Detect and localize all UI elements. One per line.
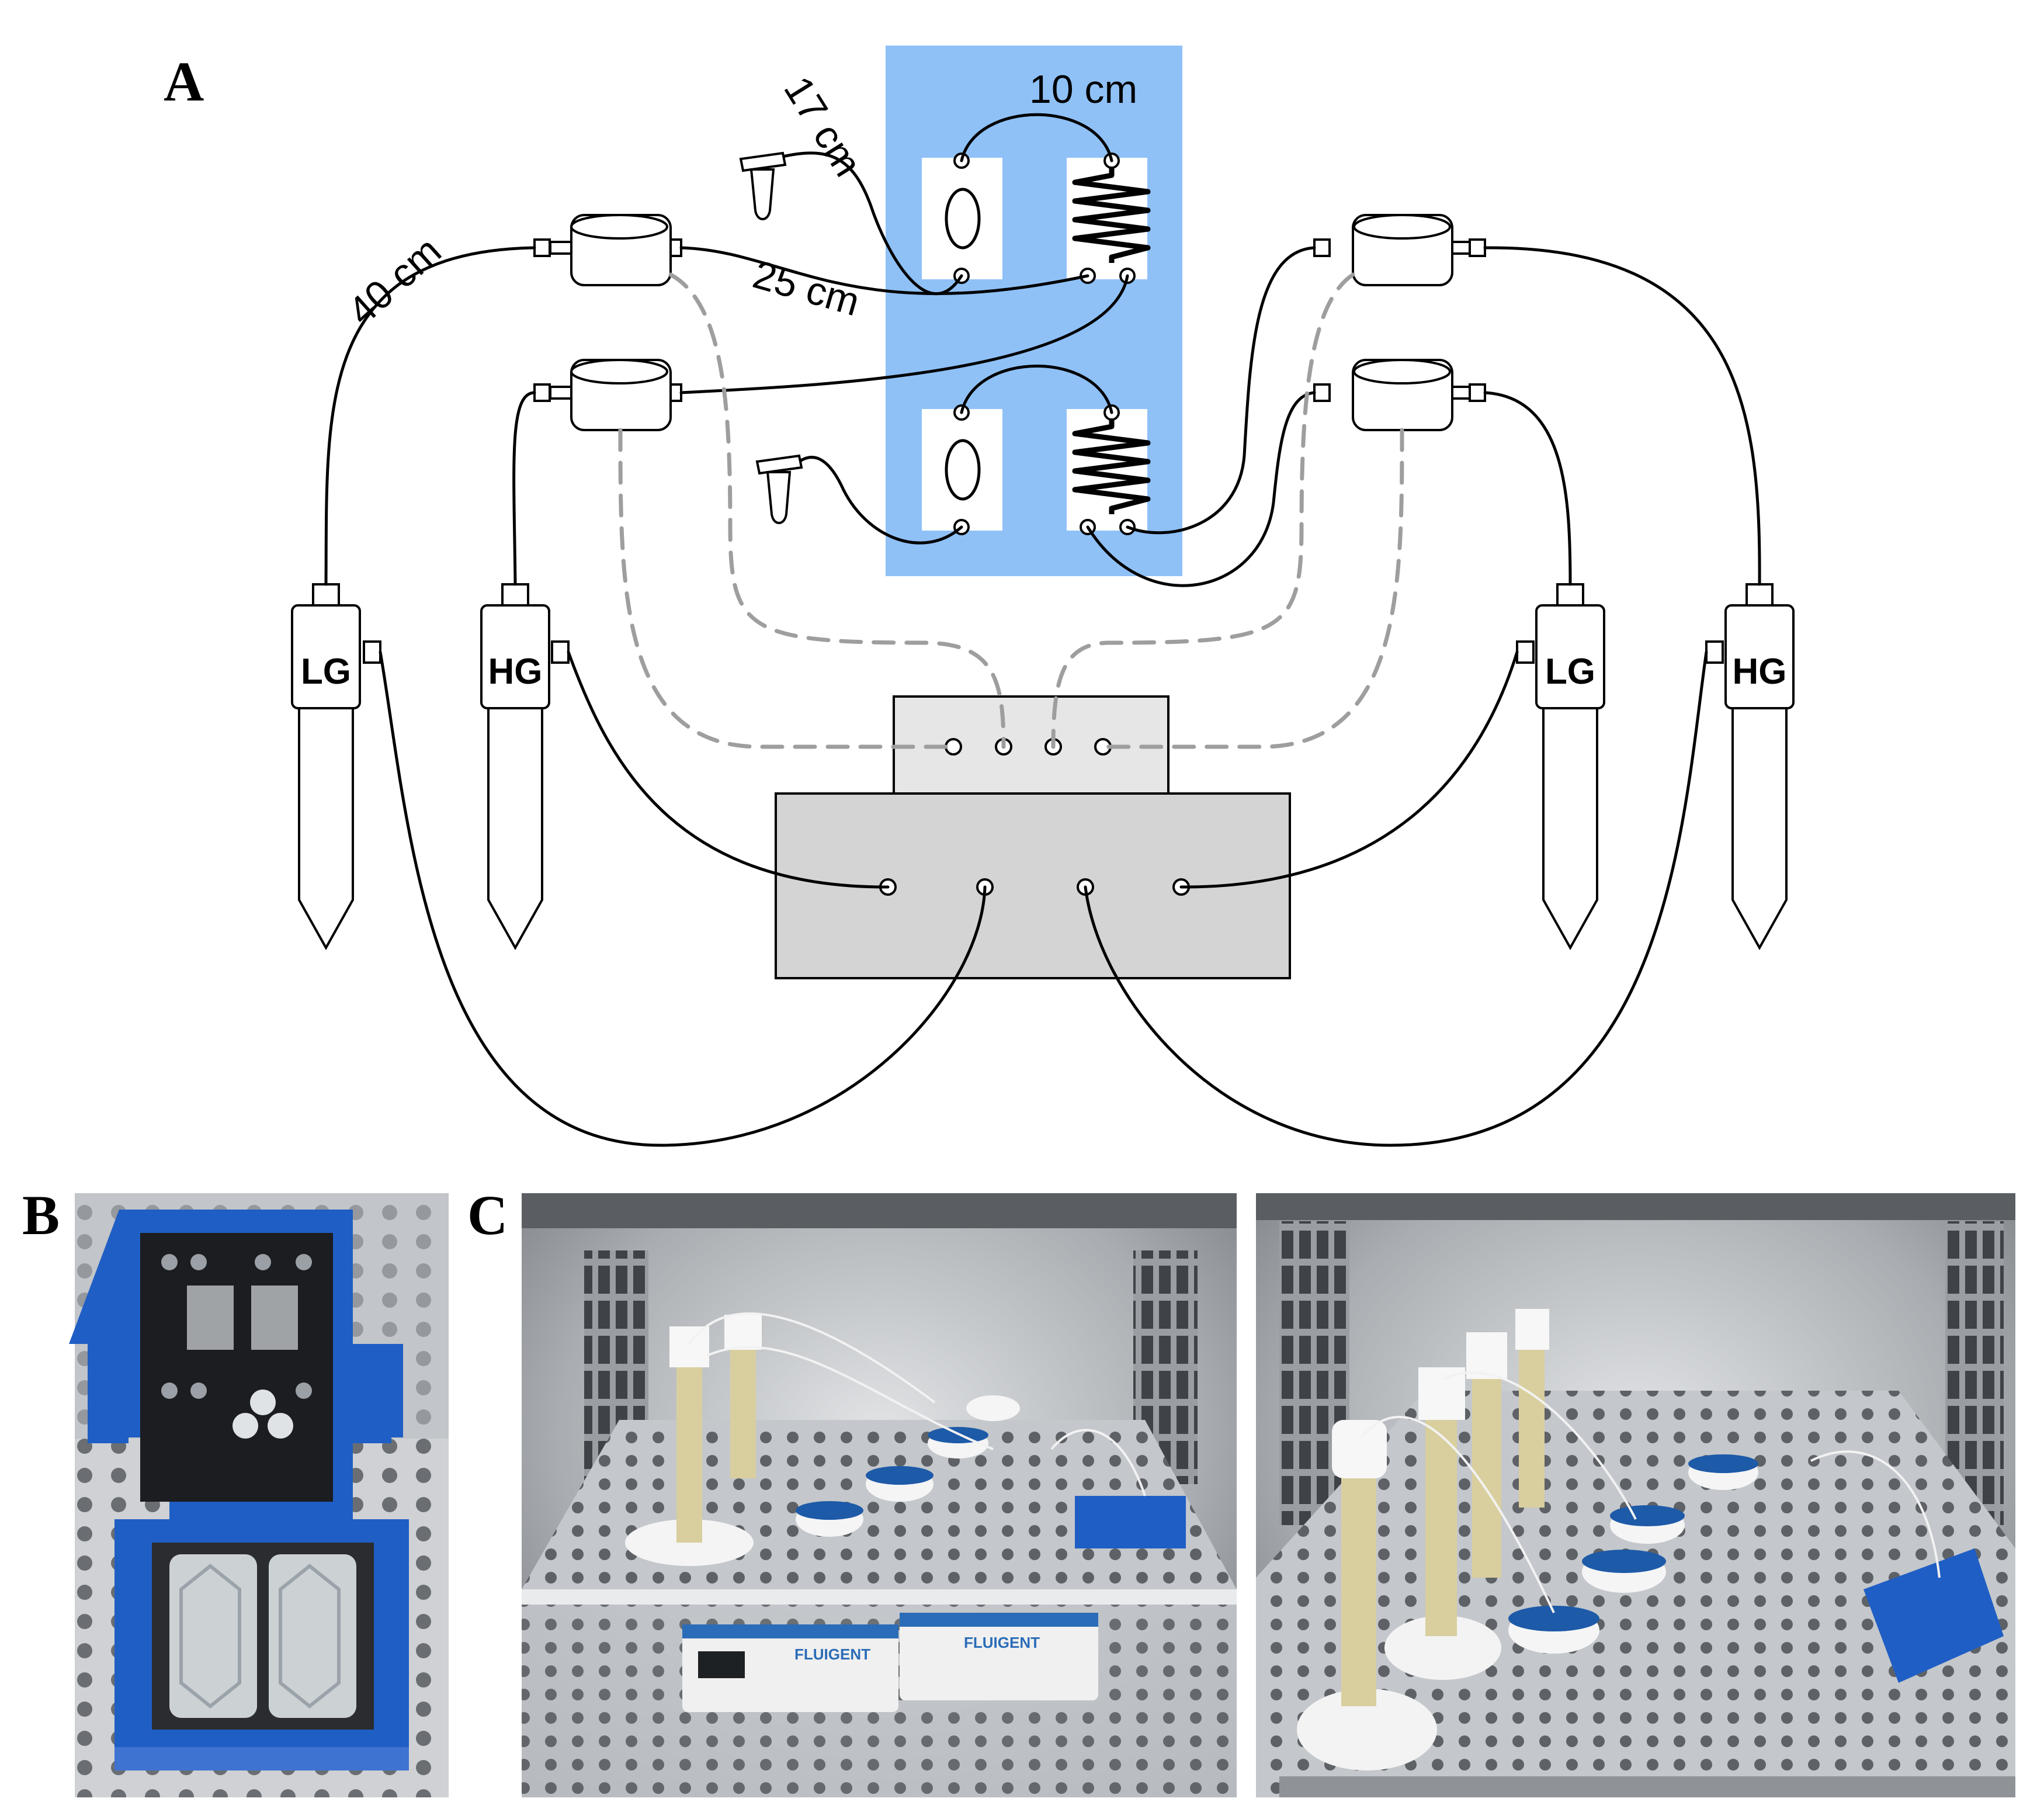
chip-1-chamber — [922, 158, 1002, 279]
reservoir-4: HG — [1705, 583, 1795, 951]
chip-3-membrane — [945, 439, 981, 501]
chip-in-holder-right — [269, 1554, 356, 1718]
right-chip-holder — [1863, 1548, 2004, 1683]
label-25cm: 25 cm — [748, 252, 865, 324]
reservoir-4-label: HG — [1733, 652, 1787, 692]
chip-4 — [1067, 404, 1151, 535]
tube-controller-res4 — [1084, 650, 1708, 1147]
cable-sensor2 — [618, 428, 956, 749]
photo-incubator-controller: FLUIGENT FLUIGENT — [522, 1193, 1237, 1797]
chip-1 — [922, 153, 1002, 284]
right-flow-sensors — [1508, 1454, 1758, 1654]
pressure-controller — [775, 695, 1291, 979]
label-40cm: 40 cm — [339, 228, 449, 334]
reservoir-2: HG — [480, 583, 570, 951]
tube-sensor4-res3 — [1483, 391, 1572, 586]
label-10cm: 10 cm — [1029, 67, 1137, 112]
tube-sensor3-res4 — [1483, 246, 1761, 586]
chip-4-serpentine — [1072, 413, 1151, 514]
tube-40cm — [324, 246, 536, 586]
air-port-1 — [945, 738, 962, 756]
chip-in-holder-left — [169, 1554, 257, 1718]
logo-fluigent-b: FLUIGENT — [964, 1634, 1040, 1651]
panel-label-b: B — [22, 1184, 60, 1246]
collection-tube-1 — [739, 151, 787, 220]
tube-link-lower — [960, 365, 1113, 414]
reservoir-1: LG — [291, 583, 381, 951]
tube-collection-lower — [797, 456, 963, 545]
panel-label-a: A — [164, 50, 204, 113]
tube-25cm — [679, 246, 1089, 295]
tube-controller-res3 — [1179, 650, 1519, 889]
tube-sensor2-chip2 — [679, 274, 1129, 394]
flow-sensor-4 — [1313, 359, 1486, 431]
label-17cm: 17 cm — [775, 69, 870, 184]
right-reservoir-stands — [1297, 1309, 1549, 1771]
flow-sensor-1 — [533, 214, 682, 286]
flow-sensor-3 — [1313, 214, 1486, 286]
left-flow-sensors — [796, 1395, 1020, 1537]
reservoir-1-label: LG — [301, 652, 351, 692]
panel-a: A — [164, 46, 1795, 1147]
panel-label-c: C — [467, 1184, 508, 1246]
mount-lid-plate — [140, 1233, 333, 1502]
left-reservoir-stands — [625, 1315, 762, 1566]
left-chip-holder — [1075, 1496, 1186, 1548]
flow-controller-b — [900, 1613, 1098, 1700]
reservoir-2-label: HG — [488, 652, 543, 692]
tube-10cm — [960, 113, 1113, 162]
cable-sensor3 — [1051, 272, 1355, 749]
photo-chip-holder — [69, 1193, 449, 1797]
logo-fluigent-a: FLUIGENT — [794, 1645, 870, 1663]
collection-tube-2 — [755, 454, 803, 524]
panel-b: B — [22, 1184, 449, 1797]
chip-1-membrane — [945, 188, 981, 250]
reservoir-3: LG — [1516, 583, 1605, 951]
flow-controller-a — [682, 1624, 898, 1712]
cable-sensor4 — [1101, 428, 1404, 749]
panel-c: C — [467, 1184, 2015, 1797]
chip-3-chamber — [922, 409, 1002, 531]
cable-sensor1 — [668, 272, 1006, 749]
fluid-tubing — [324, 246, 1761, 1147]
reservoir-3-label: LG — [1545, 652, 1595, 692]
flow-sensor-2 — [533, 359, 682, 431]
chip-2 — [1067, 153, 1151, 284]
chip-2-serpentine — [1072, 161, 1151, 263]
tube-controller-res2 — [567, 650, 890, 889]
tube-controller-res1 — [379, 650, 987, 1147]
tube-res2-sensor2 — [512, 391, 536, 586]
lid-holes — [161, 1254, 312, 1439]
tube-sensor4-chip4 — [1086, 391, 1316, 587]
tube-sensor3-chip4 — [1126, 246, 1316, 535]
chip-3 — [922, 404, 1002, 535]
sensor-cables — [618, 272, 1404, 749]
vent-right-photo-left — [1279, 1221, 1349, 1525]
flow-controller-devices: FLUIGENT FLUIGENT — [682, 1613, 1098, 1712]
photo-incubator-sensors — [1256, 1193, 2015, 1797]
